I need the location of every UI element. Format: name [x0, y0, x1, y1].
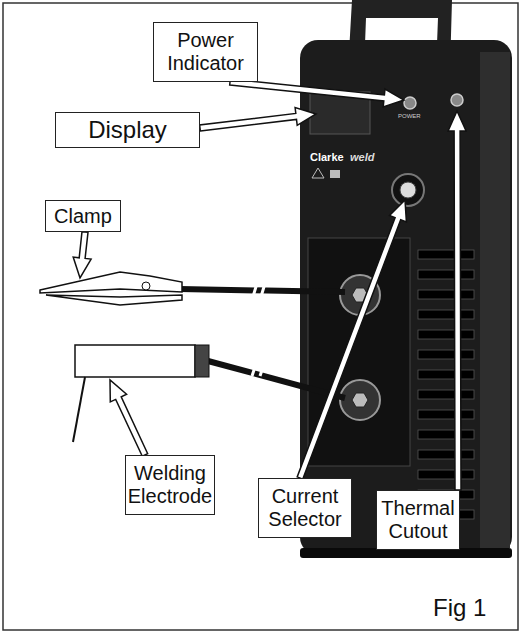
callout-box: Power Indicator [153, 22, 258, 82]
callout-box: Current Selector [258, 478, 352, 538]
callout-text: Clamp [54, 205, 112, 228]
book-symbol [330, 170, 340, 178]
clamp-pivot [142, 282, 150, 290]
knob-cap [400, 182, 416, 198]
cable-break [252, 280, 266, 300]
callout-text: Thermal Cutout [379, 497, 457, 543]
electrode-cable [208, 361, 345, 398]
vent-slot [418, 470, 474, 479]
power-led [404, 97, 416, 109]
callout-text: Welding Electrode [128, 462, 213, 508]
leader-arrow [448, 111, 466, 490]
socket [340, 380, 380, 420]
socket-panel [308, 238, 410, 466]
panel-label: POWER [398, 113, 421, 119]
callout-box: Display [55, 112, 200, 148]
vent-slot [418, 350, 474, 359]
socket-nut [352, 393, 368, 407]
vent-slot [418, 270, 474, 279]
callout-box: Thermal Cutout [376, 490, 460, 550]
vent-slots [418, 250, 474, 519]
panel-label: weld [350, 151, 374, 163]
vent-slot [418, 250, 474, 259]
cable-break [252, 358, 266, 376]
leader-arrow [297, 200, 406, 479]
vent-slot [418, 310, 474, 319]
leader-arrow [230, 79, 404, 107]
leader-arrow [110, 380, 148, 456]
machine-side [480, 52, 510, 548]
vent-slot [418, 370, 474, 379]
callout-box: Welding Electrode [125, 455, 215, 515]
vent-slot [418, 330, 474, 339]
electrode-holder [75, 345, 195, 377]
electrode-rod [73, 377, 85, 442]
leader-arrow [200, 108, 316, 132]
vent-slot [418, 450, 474, 459]
callout-text: Current Selector [261, 485, 349, 531]
warning-symbol [312, 168, 324, 178]
vent-slot [418, 390, 474, 399]
callout-text: Power Indicator [156, 29, 255, 75]
clamp-jaw [46, 295, 182, 305]
figure-frame [3, 3, 518, 630]
panel-label: Clarke [310, 151, 344, 163]
holder-end [195, 345, 209, 377]
figure-caption: Fig 1 [433, 594, 486, 622]
vent-slot [418, 430, 474, 439]
current-knob [392, 174, 424, 206]
callout-box: Clamp [45, 200, 121, 232]
vent-slot [418, 290, 474, 299]
clamp-jaw [40, 272, 182, 293]
callout-text: Display [88, 116, 167, 144]
leader-arrow [73, 232, 91, 278]
thermal-led [451, 94, 463, 106]
vent-slot [418, 410, 474, 419]
